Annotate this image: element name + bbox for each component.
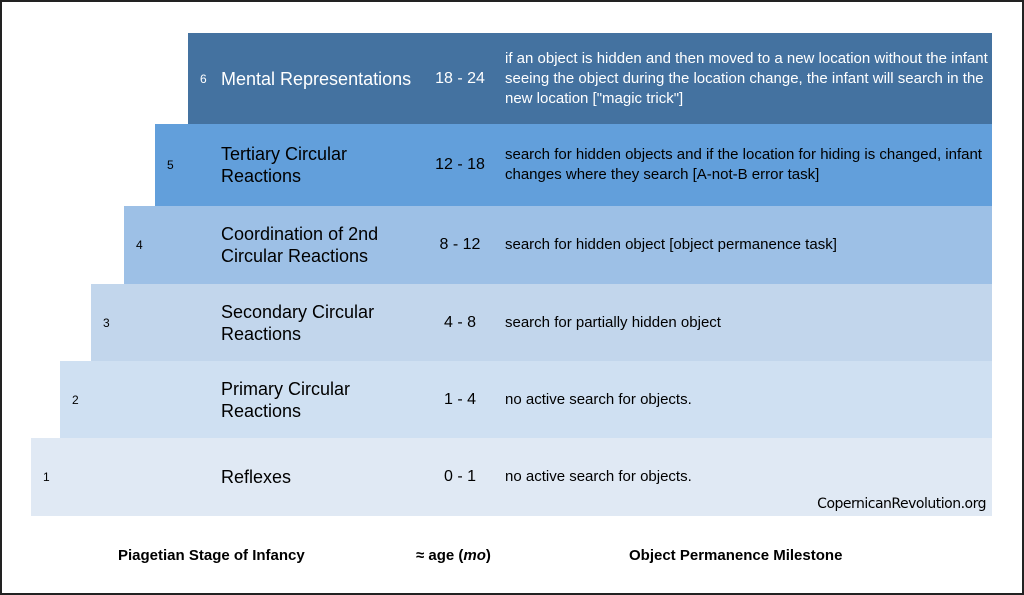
stage-row: 5 Tertiary Circular Reactions 12 - 18 se… bbox=[155, 124, 992, 206]
stage-number: 1 bbox=[43, 470, 50, 484]
stage-age: 8 - 12 bbox=[439, 236, 481, 253]
stage-number: 6 bbox=[200, 71, 207, 86]
stage-number: 2 bbox=[72, 392, 79, 407]
stage-name: Tertiary Circular Reactions bbox=[221, 144, 348, 186]
stage-milestone: no active search for objects. bbox=[505, 390, 692, 408]
stage-milestone: if an object is hidden and then moved to… bbox=[505, 49, 988, 107]
stage-column-label: Piagetian Stage of Infancy bbox=[118, 547, 305, 564]
stage-milestone: search for partially hidden object bbox=[505, 313, 721, 331]
stage-row: 6 Mental Representations 18 - 24 if an o… bbox=[188, 33, 992, 124]
stage-name: Reflexes bbox=[221, 467, 292, 487]
stage-milestone: no active search for objects. bbox=[505, 468, 692, 485]
stage-milestone: search for hidden object [object permane… bbox=[505, 236, 837, 253]
credit: CopernicanRevolution.org bbox=[817, 496, 986, 512]
stage-age: 18 - 24 bbox=[435, 69, 485, 87]
stage-age: 12 - 18 bbox=[435, 156, 485, 173]
stage-name: Coordination of 2nd Circular Reactions bbox=[221, 224, 379, 266]
stage-row: 4 Coordination of 2nd Circular Reactions… bbox=[124, 206, 992, 284]
stage-age: 4 - 8 bbox=[443, 313, 476, 331]
stage-row: 1 Reflexes 0 - 1 no active search for ob… bbox=[31, 438, 992, 516]
stage-age: 0 - 1 bbox=[443, 468, 476, 485]
stage-row: 3 Secondary Circular Reactions 4 - 8 sea… bbox=[91, 284, 992, 361]
stage-number: 4 bbox=[136, 238, 143, 252]
stage-number: 5 bbox=[167, 158, 174, 172]
age-column-label: ≈ age (mo) bbox=[416, 547, 491, 564]
stage-name: Mental Representations bbox=[221, 68, 412, 89]
stage-row: 2 Primary Circular Reactions 1 - 4 no ac… bbox=[60, 361, 992, 438]
stage-number: 3 bbox=[103, 315, 110, 330]
stage-name: Primary Circular Reactions bbox=[221, 378, 351, 421]
stage-age: 1 - 4 bbox=[443, 390, 476, 408]
milestone-column-label: Object Permanence Milestone bbox=[629, 547, 843, 564]
stage-milestone: search for hidden objects and if the loc… bbox=[505, 146, 982, 183]
stage-name: Secondary Circular Reactions bbox=[221, 301, 375, 344]
